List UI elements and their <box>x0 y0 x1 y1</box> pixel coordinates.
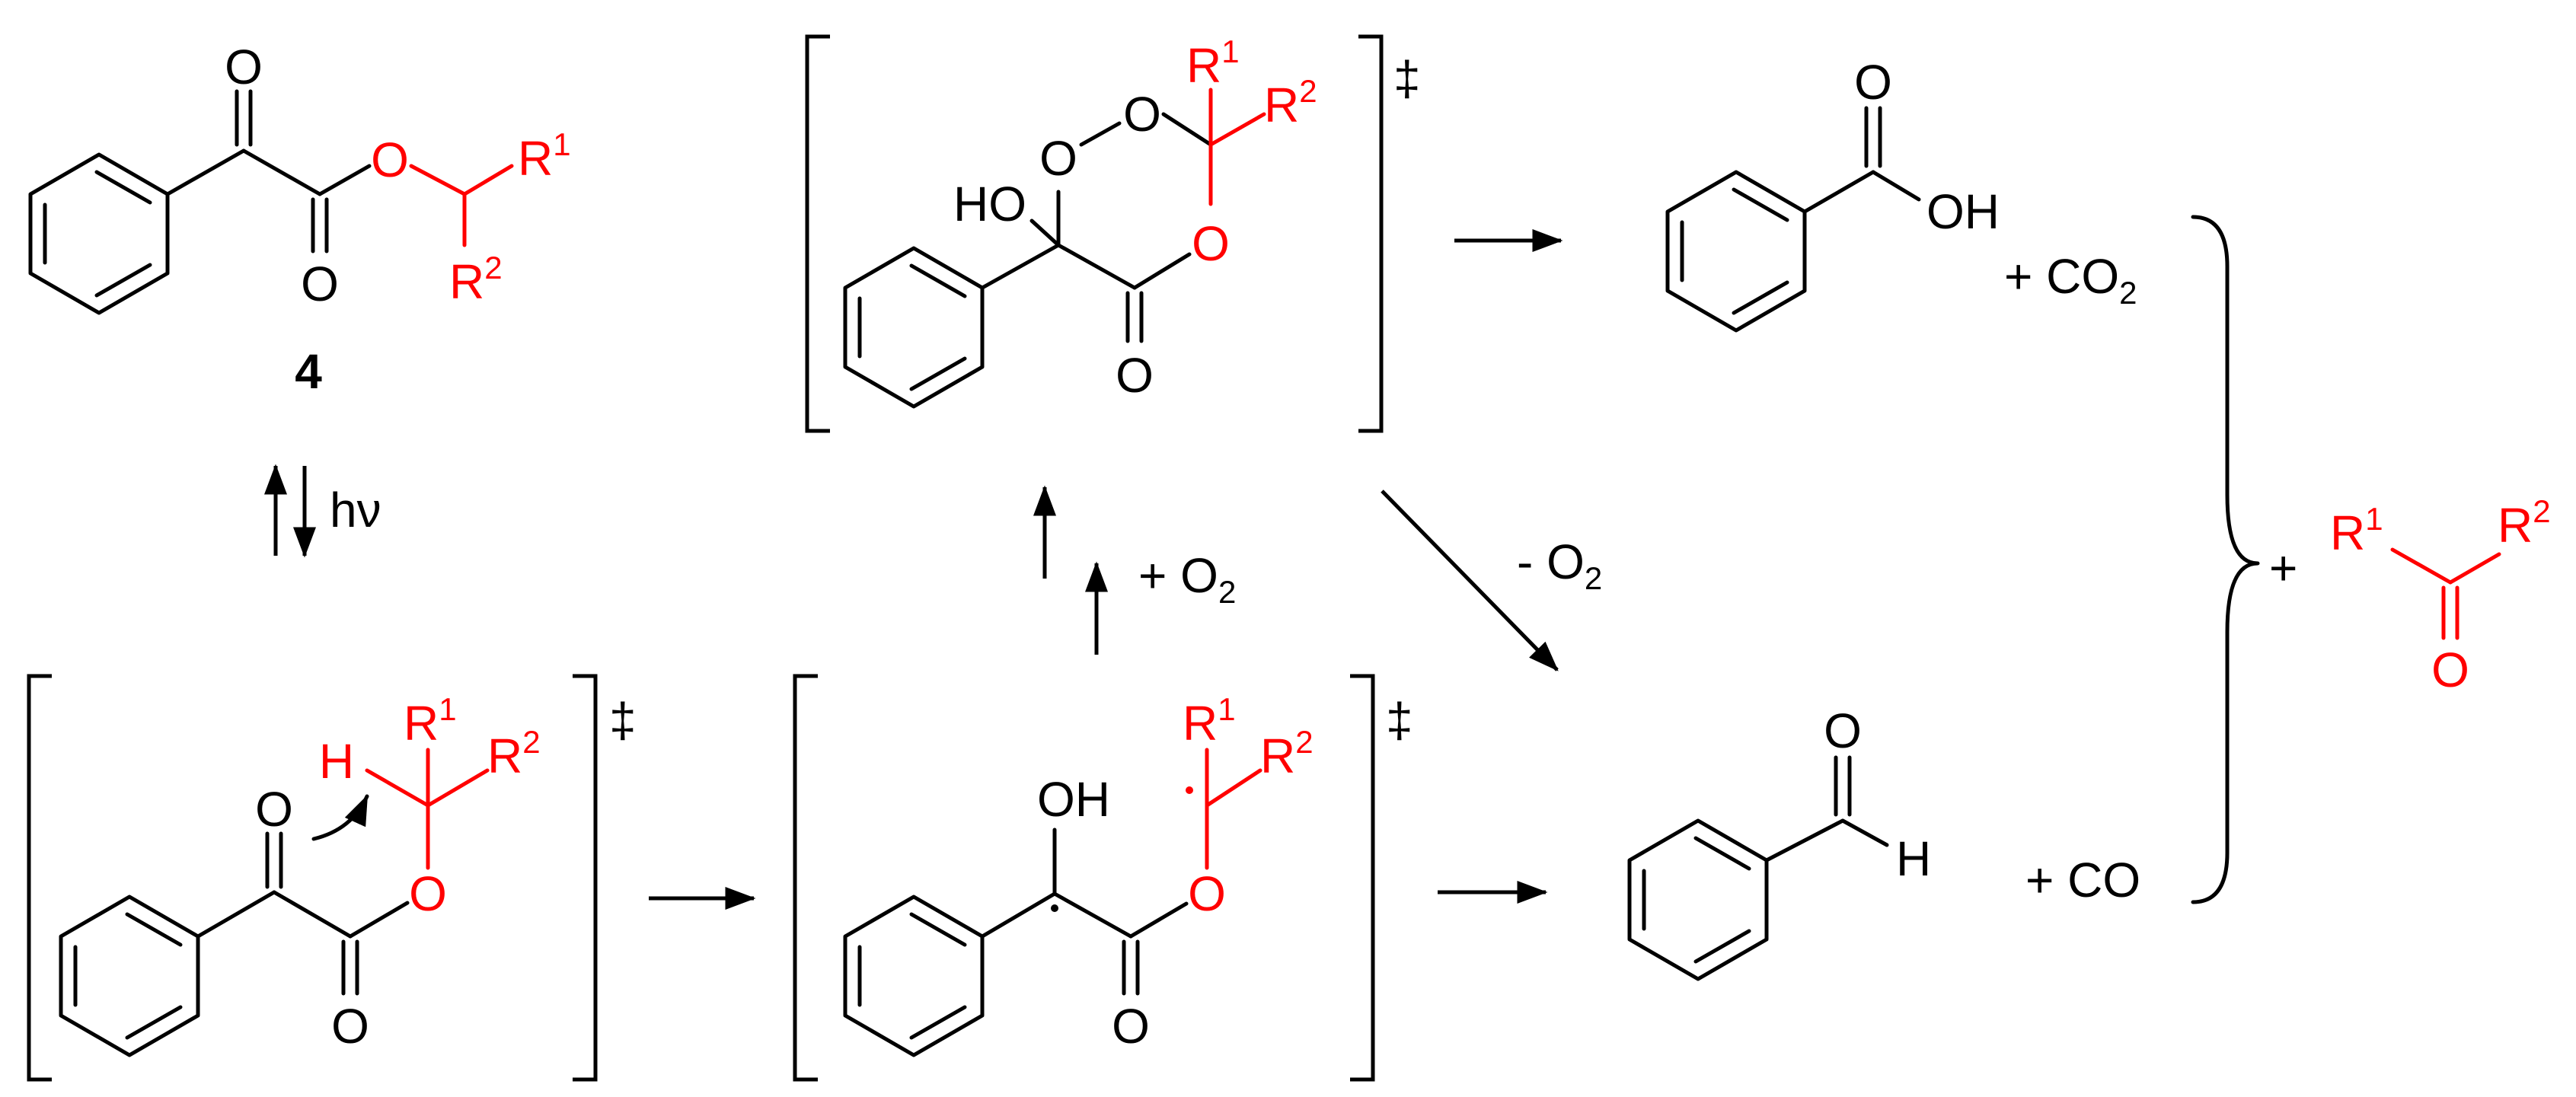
bond <box>1205 768 1262 808</box>
double-dagger: ‡ <box>1393 51 1421 106</box>
substituent-r2: R2 <box>2498 493 2551 553</box>
substituent-r1: R1 <box>1186 33 1240 93</box>
bond <box>462 164 514 196</box>
atom-label: O <box>255 782 293 837</box>
substituent-r1: R1 <box>1183 691 1236 751</box>
atom-label: O <box>2431 643 2469 697</box>
benzene-ring <box>1627 818 1769 981</box>
arrow-diagonal <box>1381 490 1559 671</box>
atom-label: O <box>1854 55 1892 110</box>
benzene-ring <box>843 895 985 1057</box>
atom-label: O <box>331 999 369 1054</box>
bond <box>1052 891 1133 939</box>
bond <box>1128 901 1189 939</box>
atom-label: O <box>1824 703 1862 758</box>
benzene-ring <box>1665 170 1807 333</box>
atom-label: O <box>1123 87 1161 142</box>
substituent-r1: R1 <box>518 126 571 186</box>
bracket-left <box>805 34 830 433</box>
bond <box>409 164 467 196</box>
bracket-right <box>1358 34 1384 433</box>
oxygen-loss: - O2 <box>1381 490 1602 671</box>
compound-4: O O O R1 R2 4 <box>28 40 571 399</box>
plus-o2-label: + O2 <box>1138 548 1236 610</box>
benzoic-acid: O OH <box>1665 55 2000 333</box>
bond <box>318 164 372 196</box>
bond <box>980 243 1061 290</box>
atom-label: H <box>1896 831 1931 886</box>
bond <box>1056 243 1137 290</box>
bond <box>1871 170 1921 202</box>
atom-label: O <box>409 866 447 921</box>
atom-label: O <box>1188 866 1226 921</box>
electron-transfer-arrow <box>311 794 369 841</box>
substituent-r2: R2 <box>1264 73 1317 132</box>
bond <box>1161 112 1213 147</box>
bond <box>1208 112 1266 147</box>
biradical-intermediate: ‡ OH O O R1 R2 <box>793 674 1413 1082</box>
substituent-r1: R1 <box>2330 501 2383 560</box>
atom-label: O <box>301 257 339 311</box>
compound-number: 4 <box>295 344 322 399</box>
ketone-product: R1 R2 O <box>2330 493 2551 697</box>
bond <box>241 148 322 196</box>
bond <box>1840 818 1889 847</box>
atom-label: O <box>371 132 409 187</box>
curly-brace <box>2191 215 2260 904</box>
atom-label: OH <box>1926 184 2000 239</box>
atom-label: O <box>225 40 263 94</box>
atom-label: H <box>319 734 354 789</box>
atom-label: O <box>1039 131 1077 186</box>
bracket-left <box>27 674 52 1082</box>
atom-label: O <box>1116 348 1154 403</box>
double-dagger: ‡ <box>609 693 637 748</box>
benzene-ring <box>28 152 170 315</box>
radical-dot <box>1051 904 1058 912</box>
minus-o2-label: - O2 <box>1517 534 1602 596</box>
photo-equilibrium: hν <box>264 464 381 558</box>
substituent-r2: R2 <box>449 250 503 309</box>
bond <box>2448 552 2501 585</box>
peroxide-transition-state: ‡ HO O O R1 R2 O O <box>805 33 1421 433</box>
double-dagger: ‡ <box>1386 693 1413 748</box>
benzaldehyde: O H <box>1627 703 1931 981</box>
bond <box>165 148 246 196</box>
atom-label: O <box>1112 999 1150 1054</box>
bond <box>348 901 410 939</box>
radical-dot <box>1186 786 1193 794</box>
substituent-r2: R2 <box>1260 724 1314 783</box>
hv-label: hν <box>330 483 381 537</box>
bond <box>426 768 490 808</box>
bond <box>1764 818 1845 863</box>
bracket-left <box>793 674 818 1082</box>
bond <box>1132 252 1192 290</box>
bond <box>980 891 1057 939</box>
substituent-r2: R2 <box>487 724 541 783</box>
atom-label: HO <box>953 177 1026 231</box>
atom-label: O <box>1192 216 1230 271</box>
bracket-right <box>573 674 598 1082</box>
plus-label: + <box>2269 541 2297 595</box>
bond <box>272 890 353 939</box>
bond <box>1029 218 1061 247</box>
oxygen-addition: + O2 <box>1033 485 1236 655</box>
plus-co-label: + CO <box>2025 853 2140 907</box>
bond <box>196 890 276 939</box>
plus-co2-label: + CO2 <box>2004 249 2137 311</box>
bond <box>1802 170 1875 214</box>
transition-state-a: ‡ O O O H R1 R2 <box>27 674 637 1082</box>
bond <box>365 768 430 808</box>
bond <box>1079 121 1122 147</box>
bond <box>2390 547 2453 585</box>
benzene-ring <box>59 895 200 1057</box>
benzene-ring <box>843 246 985 409</box>
substituent-r1: R1 <box>404 691 457 751</box>
atom-label: OH <box>1037 772 1110 827</box>
bracket-right <box>1350 674 1375 1082</box>
